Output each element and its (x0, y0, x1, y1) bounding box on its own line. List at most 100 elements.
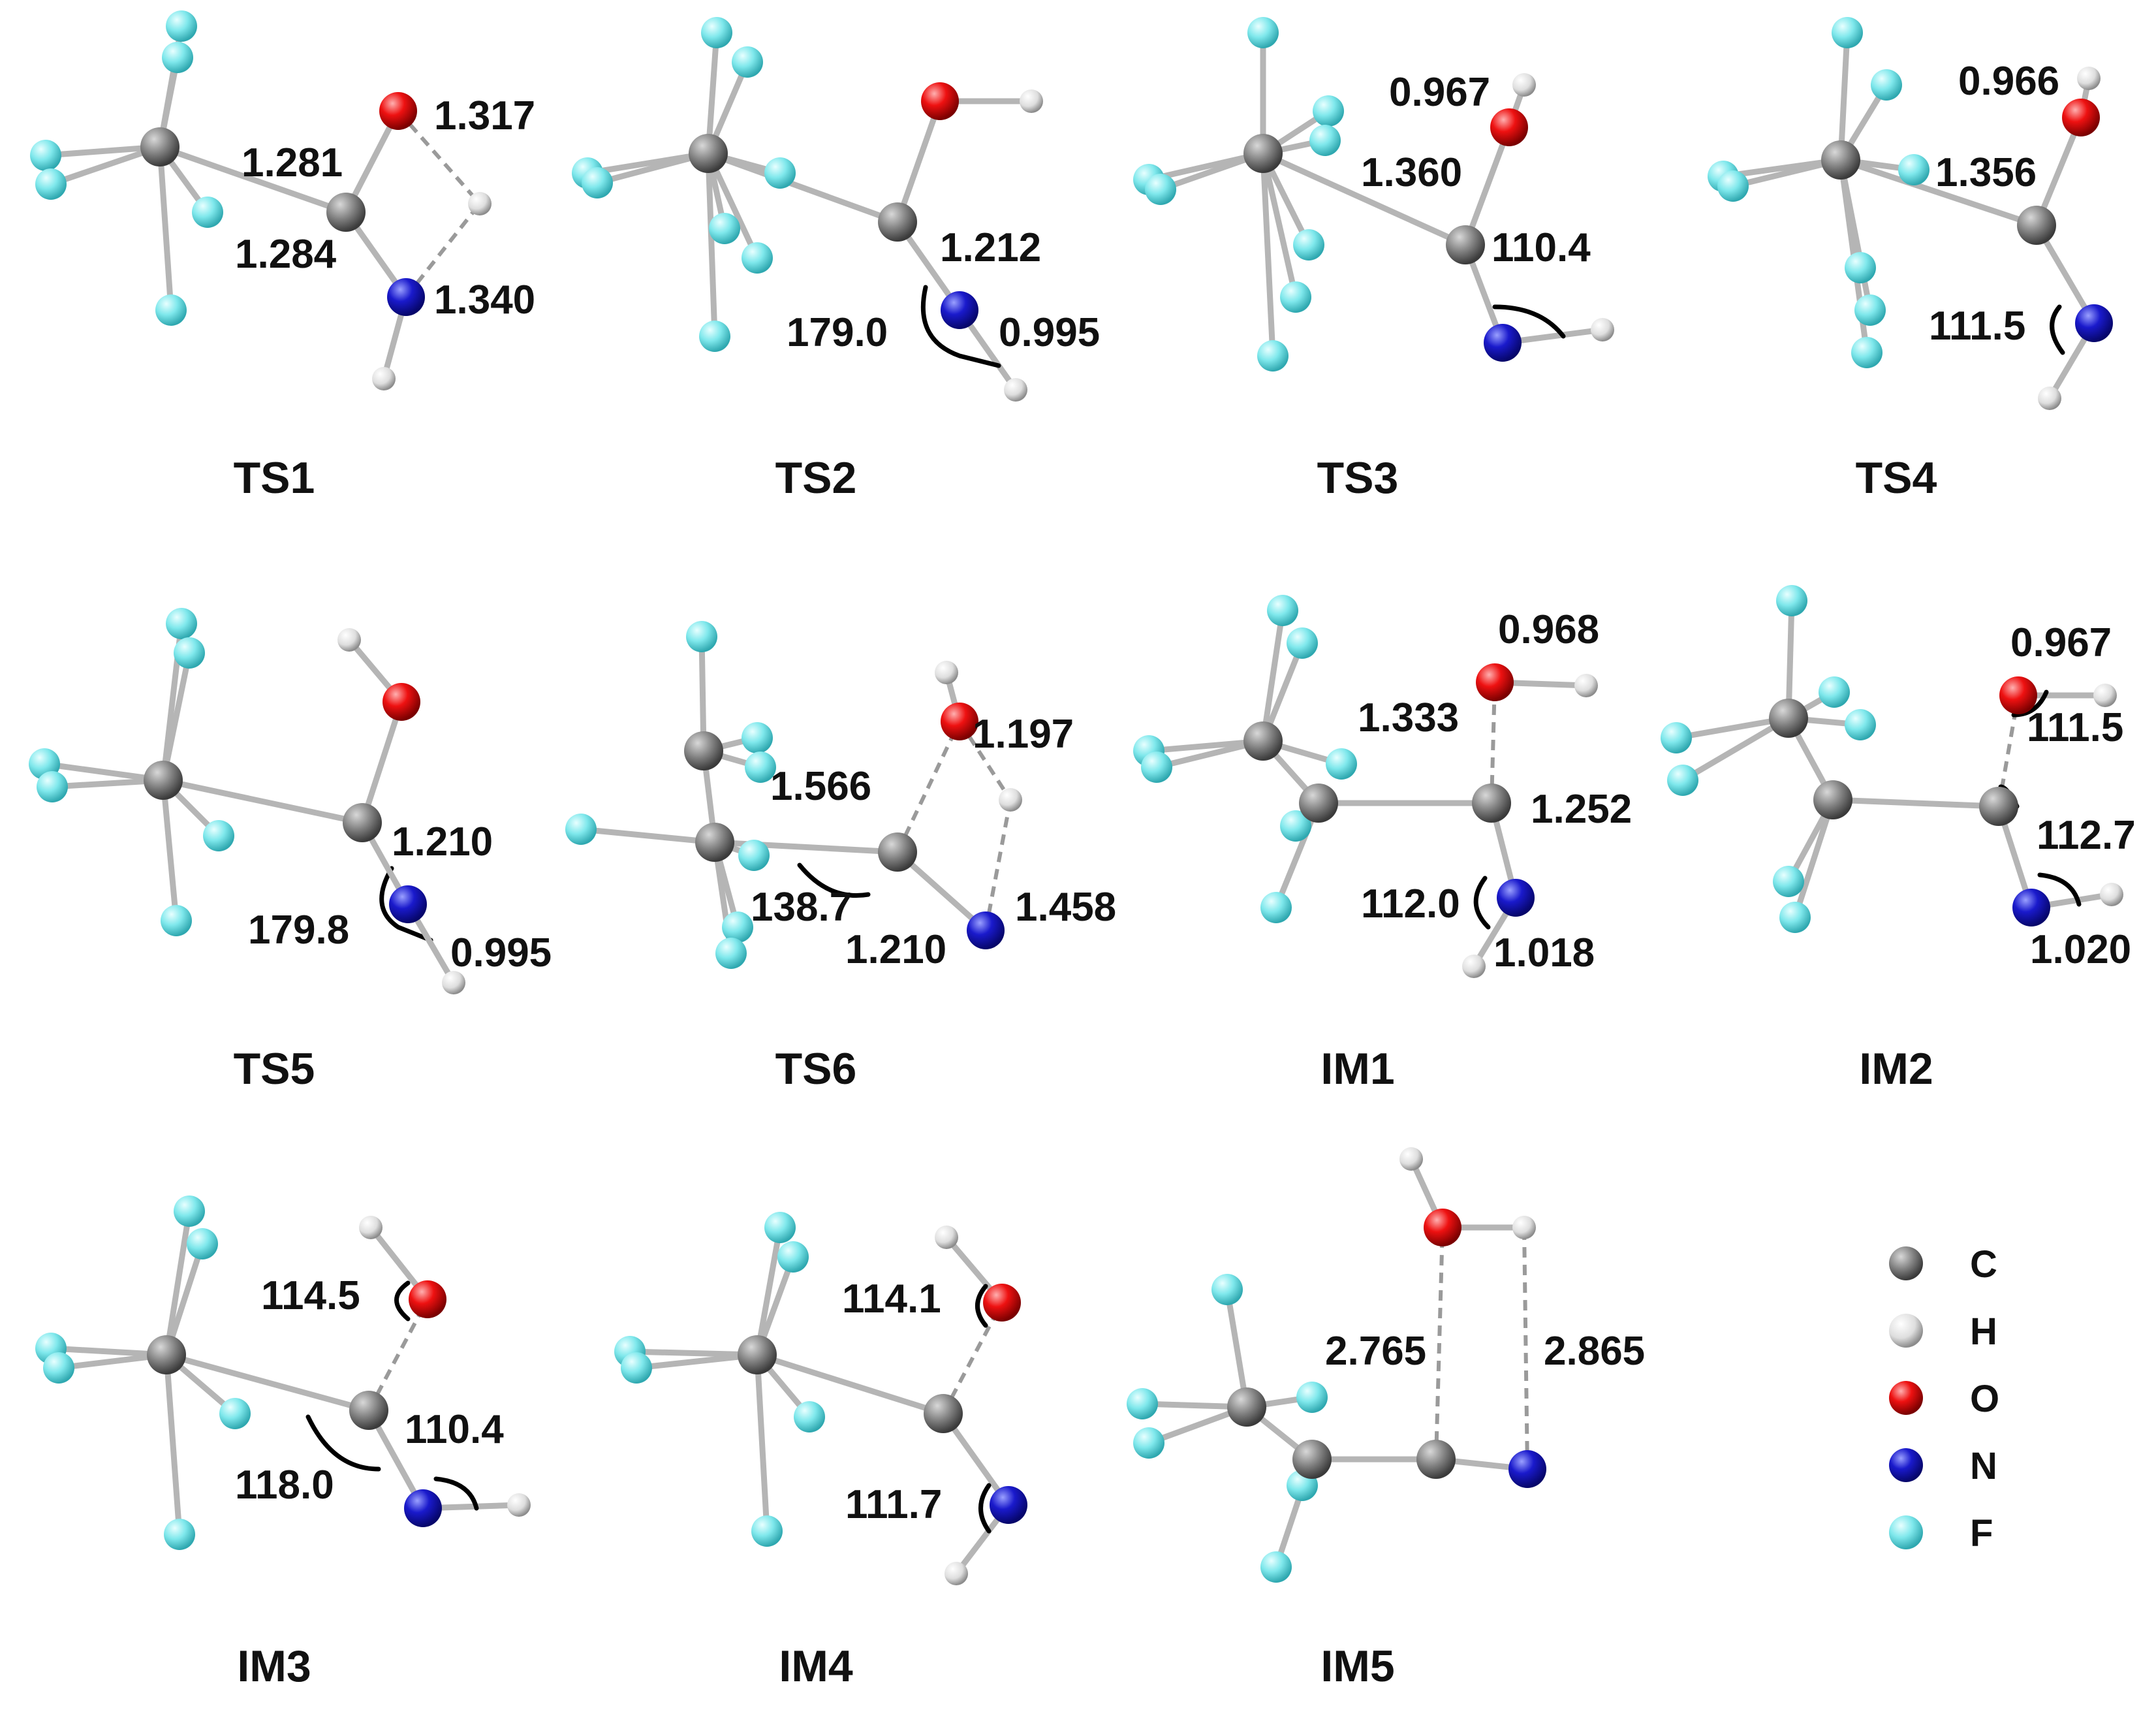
dashed-bond (958, 720, 1012, 801)
nitrogen-atom-icon (1484, 324, 1522, 362)
dashed-bond (367, 1298, 430, 1412)
hydrogen-atom-icon (935, 661, 958, 684)
fluorine-atom-icon (1260, 1551, 1292, 1583)
oxygen-atom-icon (1476, 663, 1514, 701)
bond (1260, 150, 1299, 300)
fluorine-atom-icon (1141, 752, 1172, 783)
fluorine-atom-icon (1293, 229, 1324, 261)
carbon-atom-icon (1292, 1440, 1332, 1479)
measurement-label: 1.458 (1015, 885, 1116, 930)
angle-arc (1492, 304, 1566, 339)
hydrogen-atom-icon (945, 1562, 968, 1585)
panel-title: IM2 (1859, 1044, 1933, 1094)
measurement-label: 1.284 (235, 232, 337, 277)
dashed-bond (1434, 1227, 1445, 1460)
measurement-label: 111.5 (1929, 304, 2025, 349)
carbon-atom-icon (1813, 780, 1852, 819)
legend-label: O (1970, 1378, 1999, 1420)
measurement-label: 114.1 (842, 1276, 941, 1322)
fluorine-atom-icon (699, 321, 730, 352)
measurement-label: 114.5 (261, 1273, 360, 1318)
hydrogen-atom-icon (372, 367, 396, 390)
hydrogen-atom-icon (1574, 674, 1598, 697)
panel-title: IM3 (237, 1641, 311, 1691)
fluorine-atom-icon (187, 1228, 218, 1259)
bond (754, 1224, 783, 1358)
bond (578, 826, 718, 846)
panel-title: IM5 (1320, 1641, 1394, 1691)
fluorine-atom-icon (1898, 154, 1929, 185)
hydrogen-atom-icon (442, 971, 465, 994)
bond (163, 1208, 193, 1358)
legend-label: H (1970, 1310, 1997, 1353)
bond (157, 144, 174, 313)
angle-arc (978, 1483, 992, 1534)
angle-arc (2050, 304, 2065, 355)
oxygen-atom-icon (921, 82, 959, 120)
fluorine-atom-icon (1280, 810, 1311, 842)
fluorine-atom-icon (722, 911, 753, 943)
fluorine-atom-icon (1779, 902, 1811, 933)
panel-title: TS6 (775, 1044, 857, 1094)
measurement-label: 179.8 (248, 908, 349, 953)
angle-arc (797, 863, 871, 898)
fluorine-atom-icon (174, 1195, 205, 1227)
fluorine-atom-icon (565, 814, 597, 845)
carbon-atom-icon (144, 761, 183, 800)
bond (157, 144, 349, 215)
legend-item-n: N (1889, 1445, 1997, 1487)
hydrogen-atom-icon (935, 1226, 958, 1249)
carbon-atom-icon (140, 127, 180, 166)
oxygen-atom-icon (1424, 1209, 1461, 1246)
measurement-label: 0.995 (999, 310, 1100, 355)
bond (1260, 150, 1276, 359)
carbon-atom-icon (1769, 699, 1808, 738)
carbon-atom-icon (326, 193, 366, 232)
bond (160, 777, 366, 826)
nitrogen-atom-icon (990, 1486, 1027, 1524)
dashed-bond (1522, 1227, 1529, 1470)
hydrogen-atom-icon (1591, 318, 1614, 341)
carbon-atom-icon (1446, 225, 1485, 264)
carbon-atom-icon (1416, 1440, 1456, 1479)
measurement-label: 1.281 (242, 140, 343, 185)
bond (1785, 597, 1795, 721)
angle-arc (1473, 876, 1491, 930)
fluorine-atom-icon (1211, 1274, 1243, 1305)
legend-item-h: H (1889, 1310, 1997, 1353)
oxygen-atom-icon (1889, 1381, 1923, 1415)
panel-title: TS5 (234, 1044, 315, 1094)
fluorine-atom-icon (738, 840, 770, 871)
fluorine-atom-icon (1845, 709, 1876, 740)
measurement-label: 1.252 (1531, 787, 1632, 832)
carbon-atom-icon (1889, 1246, 1923, 1280)
fluorine-atom-icon (794, 1401, 825, 1433)
measurement-label: 112.0 (1361, 881, 1460, 926)
measurement-label: 1.197 (973, 712, 1074, 757)
fluorine-atom-icon (1717, 170, 1749, 202)
oxygen-atom-icon (383, 683, 420, 721)
bond (1837, 29, 1851, 163)
fluorine-atom-icon (43, 1352, 74, 1384)
measurement-label: 1.020 (2030, 927, 2131, 972)
angle-arc (975, 1284, 988, 1328)
bond (41, 761, 166, 784)
oxygen-atom-icon (1999, 676, 2037, 714)
nitrogen-atom-icon (941, 291, 978, 329)
measurement-label: 2.865 (1544, 1329, 1645, 1374)
angle-arc (305, 1414, 479, 1511)
nitrogen-atom-icon (387, 278, 425, 316)
dashed-bond (984, 799, 1012, 931)
fluorine-atom-icon (162, 42, 193, 73)
carbon-atom-icon (1243, 721, 1283, 761)
measurement-label: 1.340 (434, 277, 535, 323)
nitrogen-atom-icon (967, 911, 1005, 949)
fluorine-atom-icon (1889, 1515, 1923, 1549)
angle-arc (2011, 689, 2049, 718)
hydrogen-atom-icon (337, 628, 361, 652)
carbon-atom-icon (684, 731, 723, 770)
carbon-atom-icon (695, 823, 734, 862)
oxygen-atom-icon (2062, 99, 2100, 136)
fluorine-atom-icon (1257, 340, 1289, 372)
